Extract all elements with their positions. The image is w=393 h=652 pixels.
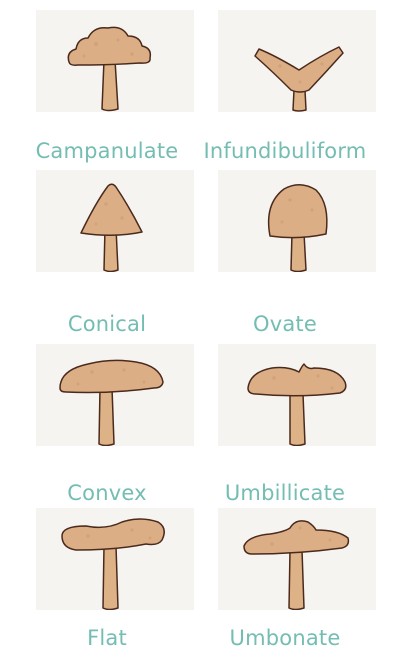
umbillicate-label: Umbillicate — [190, 479, 380, 507]
conical-mushroom-icon — [36, 170, 194, 272]
campanulate-label: Campanulate — [12, 137, 202, 165]
ovate-mushroom-icon — [218, 170, 376, 272]
infundibuliform-mushroom-icon — [218, 10, 376, 112]
ovate-label: Ovate — [190, 310, 380, 338]
ovate-tile — [218, 170, 376, 272]
convex-tile — [36, 344, 194, 446]
campanulate-mushroom-icon — [36, 10, 194, 112]
flat-tile — [36, 508, 194, 610]
umbonate-mushroom-icon — [218, 508, 376, 610]
flat-label: Flat — [12, 624, 202, 652]
convex-mushroom-icon — [36, 344, 194, 446]
campanulate-tile — [36, 10, 194, 112]
flat-mushroom-icon — [36, 508, 194, 610]
conical-label: Conical — [12, 310, 202, 338]
umbillicate-tile — [218, 344, 376, 446]
umbonate-label: Umbonate — [190, 624, 380, 652]
convex-label: Convex — [12, 479, 202, 507]
umbillicate-mushroom-icon — [218, 344, 376, 446]
infundibuliform-label: Infundibuliform — [190, 137, 380, 165]
umbonate-tile — [218, 508, 376, 610]
infundibuliform-tile — [218, 10, 376, 112]
conical-tile — [36, 170, 194, 272]
